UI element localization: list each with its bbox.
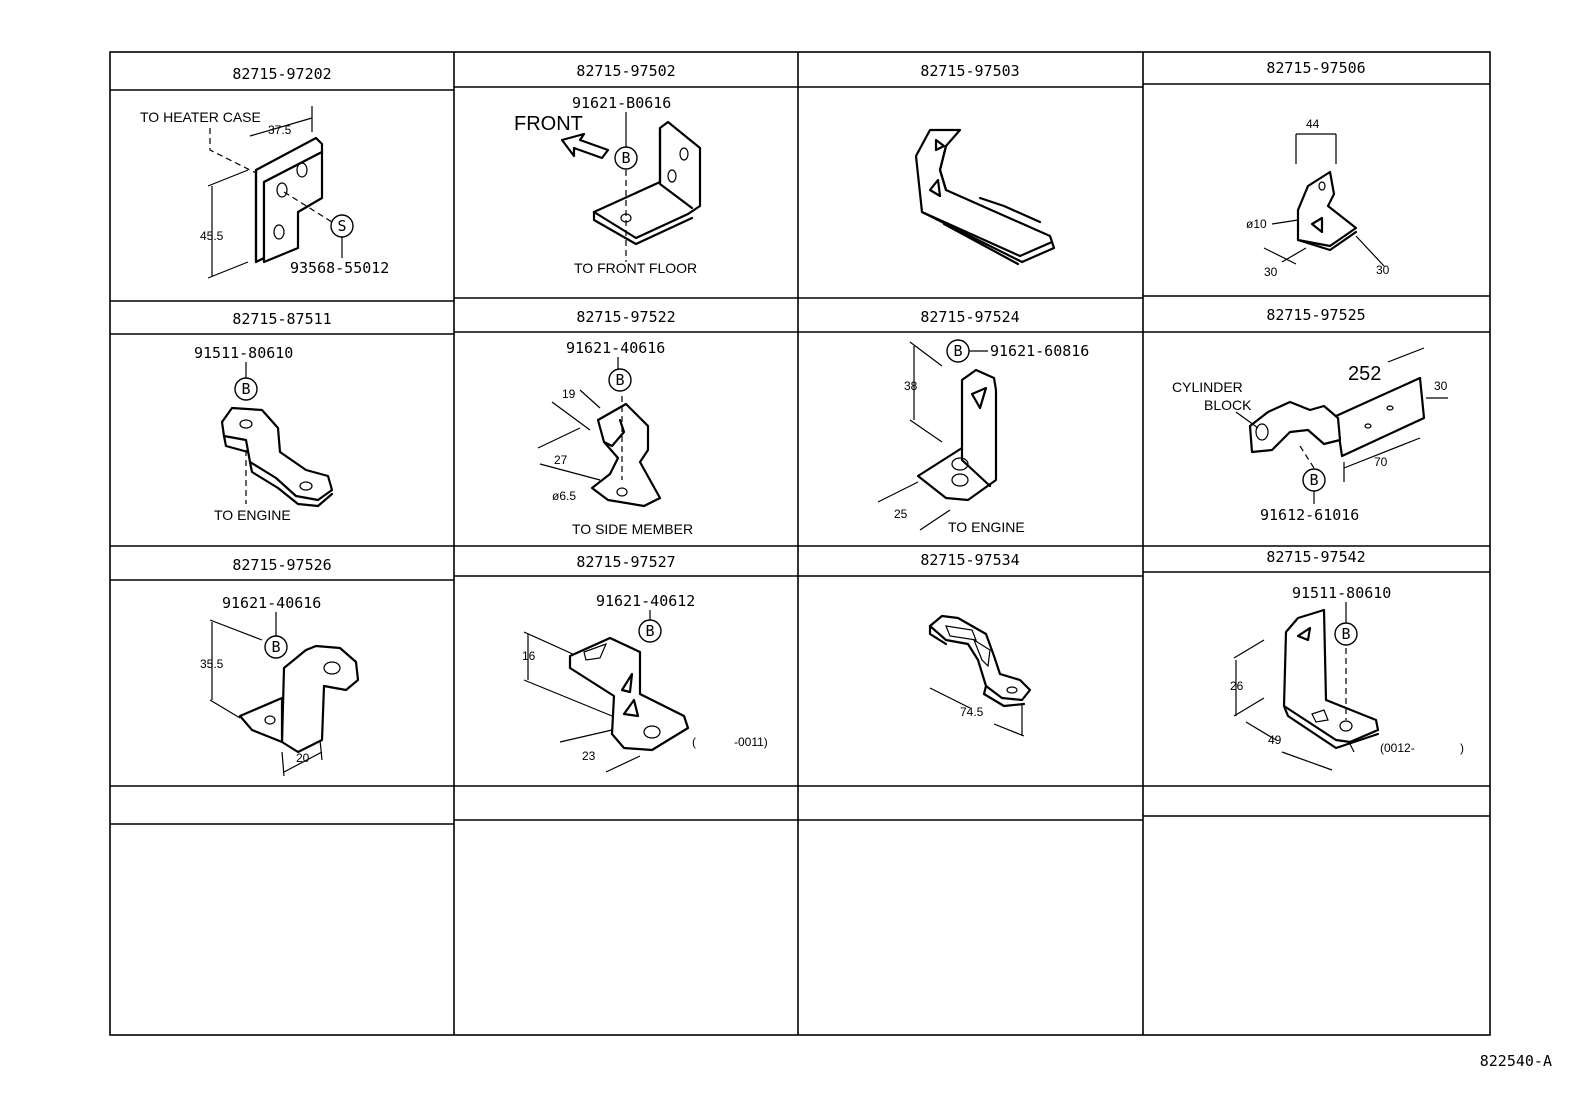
dim-b: 27 bbox=[554, 453, 568, 467]
bracket-drawing-97524: B 91621-60816 38 25 TO ENGINE bbox=[877, 339, 1089, 535]
dim-height: 45.5 bbox=[200, 229, 224, 243]
b-mark-icon: B bbox=[1341, 625, 1350, 643]
b-mark-icon: B bbox=[241, 380, 250, 398]
serial-range-end: -0011) bbox=[734, 735, 768, 749]
part-number-header: 82715-97202 bbox=[232, 65, 331, 83]
dim-width: 37.5 bbox=[268, 123, 292, 137]
sub-part-number: 91612-61016 bbox=[1260, 506, 1359, 524]
dim-width: 23 bbox=[582, 749, 596, 763]
sub-part-number: 91621-60816 bbox=[990, 342, 1089, 360]
sub-part-number: 91621-40616 bbox=[222, 594, 321, 612]
dim-depth: 25 bbox=[894, 507, 908, 521]
part-number-header: 82715-87511 bbox=[232, 310, 331, 328]
sub-part-number: 93568-55012 bbox=[290, 259, 389, 277]
bracket-drawing-97525: CYLINDER BLOCK 252 30 70 B 91612-61016 bbox=[1172, 347, 1448, 524]
dim-length: 74.5 bbox=[960, 705, 984, 719]
part-number-header: 82715-97534 bbox=[920, 551, 1019, 569]
to-heater-case-label: TO HEATER CASE bbox=[140, 109, 261, 125]
part-number-header: 82715-97522 bbox=[576, 308, 675, 326]
bracket-drawing-97542: 91511-80610 B 26 49 (0012- ) bbox=[1230, 584, 1464, 771]
dim-hole: ø6.5 bbox=[552, 489, 576, 503]
part-number-header: 82715-97525 bbox=[1266, 306, 1365, 324]
figure-code: 822540-A bbox=[1480, 1052, 1552, 1070]
reference-number: 252 bbox=[1348, 363, 1381, 385]
part-number-header: 82715-97526 bbox=[232, 556, 331, 574]
bracket-drawing-87511: 91511-80610 B TO ENGINE bbox=[194, 344, 334, 523]
to-side-member-label: TO SIDE MEMBER bbox=[572, 521, 693, 537]
to-front-floor-label: TO FRONT FLOOR bbox=[574, 260, 697, 276]
bracket-drawing-97202: TO HEATER CASE 37.5 45.5 S 93568-55012 bbox=[140, 106, 389, 279]
b-mark-icon: B bbox=[645, 622, 654, 640]
bracket-drawing-97506: 44 ø10 30 30 bbox=[1246, 117, 1390, 279]
front-arrow-icon bbox=[560, 132, 610, 160]
serial-range-open: ( bbox=[692, 735, 696, 749]
bracket-drawing-97534: 74.5 bbox=[928, 614, 1032, 737]
front-label: FRONT bbox=[514, 113, 583, 135]
bracket-drawing-97522: 91621-40616 B 19 27 ø6.5 TO SIDE MEMBER bbox=[537, 339, 693, 537]
to-engine-label: TO ENGINE bbox=[948, 519, 1025, 535]
sub-part-number: 91621-B0616 bbox=[572, 94, 671, 112]
sub-part-number: 91621-40616 bbox=[566, 339, 665, 357]
dim-height: 30 bbox=[1434, 379, 1448, 393]
bracket-drawing-97503 bbox=[914, 128, 1056, 266]
part-number-header: 82715-97542 bbox=[1266, 548, 1365, 566]
serial-range-start: (0012- bbox=[1380, 741, 1415, 755]
part-number-header: 82715-97506 bbox=[1266, 59, 1365, 77]
serial-range-close: ) bbox=[1460, 741, 1464, 755]
dim-height: 38 bbox=[904, 379, 918, 393]
part-number-header: 82715-97502 bbox=[576, 62, 675, 80]
dim-a: 19 bbox=[562, 387, 576, 401]
b-mark-icon: B bbox=[271, 638, 280, 656]
sub-part-number: 91511-80610 bbox=[194, 344, 293, 362]
b-mark-icon: B bbox=[615, 371, 624, 389]
part-number-header: 82715-97527 bbox=[576, 553, 675, 571]
b-mark-icon: B bbox=[621, 149, 630, 167]
bracket-drawing-97526: 91621-40616 B 35.5 20 bbox=[200, 594, 360, 777]
dim-right: 30 bbox=[1376, 263, 1390, 277]
dim-length: 70 bbox=[1374, 455, 1388, 469]
dim-top: 44 bbox=[1306, 117, 1320, 131]
part-number-header: 82715-97524 bbox=[920, 308, 1019, 326]
to-engine-label: TO ENGINE bbox=[214, 507, 291, 523]
dim-height: 35.5 bbox=[200, 657, 224, 671]
bracket-drawing-97502: 91621-B0616 FRONT B TO FRONT FLOOR bbox=[514, 94, 702, 276]
part-headers: 82715-97202 82715-97502 82715-97503 8271… bbox=[232, 59, 1365, 574]
grid-lines bbox=[109, 51, 1491, 1036]
dim-left: 30 bbox=[1264, 265, 1278, 279]
dim-hole: ø10 bbox=[1246, 217, 1267, 231]
sub-part-number: 91511-80610 bbox=[1292, 584, 1391, 602]
cylinder-label: CYLINDER bbox=[1172, 379, 1243, 395]
bracket-drawing-97527: 91621-40612 B 16 23 ( -0011) bbox=[522, 592, 768, 773]
b-mark-icon: B bbox=[1309, 471, 1318, 489]
dim-width: 20 bbox=[296, 751, 310, 765]
s-mark-icon: S bbox=[337, 217, 346, 235]
dim-height: 26 bbox=[1230, 679, 1244, 693]
b-mark-icon: B bbox=[953, 342, 962, 360]
block-label: BLOCK bbox=[1204, 397, 1252, 413]
part-number-header: 82715-97503 bbox=[920, 62, 1019, 80]
dim-height: 16 bbox=[522, 649, 536, 663]
dim-width: 49 bbox=[1268, 733, 1282, 747]
sub-part-number: 91621-40612 bbox=[596, 592, 695, 610]
